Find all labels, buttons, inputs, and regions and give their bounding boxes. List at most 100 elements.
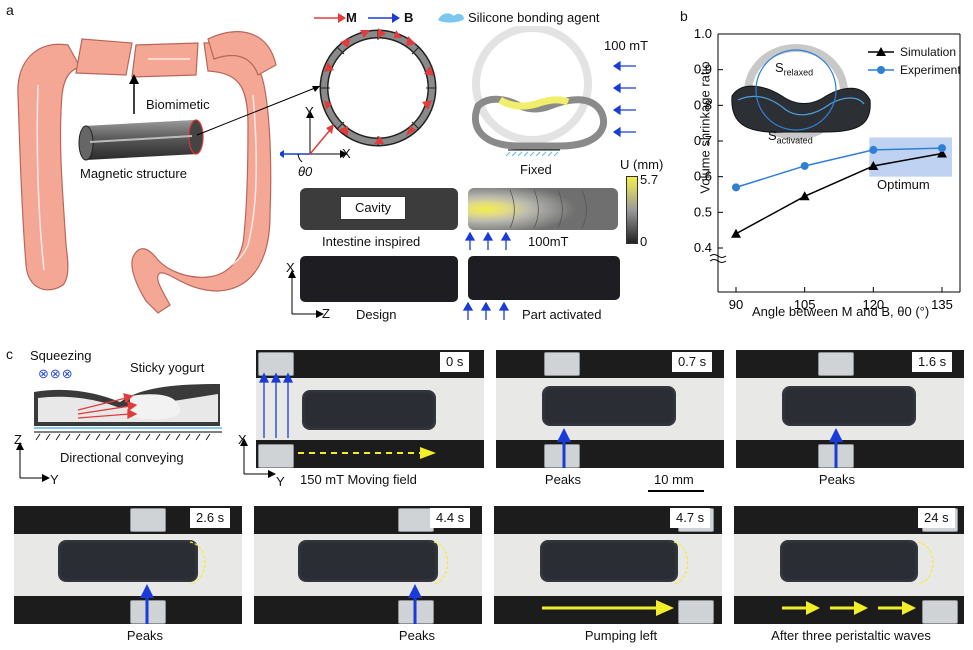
- simulation-tube: [468, 188, 618, 230]
- optimum-label: Optimum: [877, 177, 930, 192]
- frame-5-pump-arrow: [542, 600, 674, 616]
- directional-label: Directional conveying: [60, 450, 184, 465]
- panel-b-letter: b: [680, 8, 688, 24]
- data-point-1-0: [732, 183, 740, 192]
- colorbar-title: U (mm): [620, 157, 664, 172]
- scale-bar: [648, 490, 704, 492]
- y-tick-label: 0.4: [694, 240, 712, 255]
- frame-4-peak-arrow: [408, 584, 422, 624]
- pointer-line: [196, 85, 321, 136]
- panel-c-letter: c: [6, 346, 13, 362]
- frame-3-yogurt-outline: [189, 541, 206, 585]
- field-arrows-icon-2: [462, 302, 510, 320]
- frame-6-wave-arrows: [782, 601, 916, 615]
- colorbar-max: 5.7: [640, 172, 659, 187]
- x-tick-label: 135: [931, 297, 953, 312]
- y-tick-label: 0.8: [694, 97, 712, 112]
- frame-6-caption: After three peristaltic waves: [771, 628, 931, 643]
- series-line-1: [735, 147, 943, 189]
- colorbar-min: 0: [640, 234, 648, 249]
- frame-4-caption: Peaks: [398, 628, 436, 643]
- data-point-0-3: [937, 148, 947, 158]
- zy-axes-icon: [16, 442, 50, 482]
- ring-cross-section: [319, 28, 437, 147]
- data-point-1-3: [938, 144, 946, 153]
- axis-x-label: X: [342, 146, 351, 161]
- frame-1-caption: Peaks: [544, 472, 582, 487]
- x-tick-label: 90: [729, 297, 743, 312]
- frame-0-field-arrows: [258, 372, 294, 438]
- frame-4-time: 4.4 s: [430, 508, 471, 528]
- frame-2-photo: [736, 350, 964, 468]
- frame-1-peak-arrow: [557, 428, 571, 468]
- inset-relaxed-s: S: [775, 60, 784, 75]
- conveying-illustration: [34, 384, 222, 441]
- biomimetic-label: Biomimetic: [146, 97, 210, 112]
- y-tick-label: 0.7: [694, 133, 712, 148]
- frame-5-photo: [494, 506, 722, 624]
- x-axis-title: Angle between M and B, θ0 (°): [752, 304, 930, 319]
- theta-label: θ0: [298, 164, 313, 179]
- magnetic-structure-tube: [78, 119, 204, 161]
- xy-axes-icon: [280, 110, 348, 163]
- xz-axes-icon: [288, 270, 324, 318]
- inset-ring-illustration: [731, 44, 871, 140]
- y-tick-label: 0.9: [694, 62, 712, 77]
- frame-3-photo: [14, 506, 242, 624]
- axis-x-label-2: X: [286, 260, 295, 275]
- c-axis-z: Z: [14, 432, 22, 447]
- inset-activated-s: S: [768, 128, 777, 143]
- legend-simulation: Simulation: [900, 45, 957, 59]
- sticky-yogurt-label: Sticky yogurt: [130, 360, 205, 375]
- axis-break-mark: [709, 254, 727, 258]
- frame-5-time: 4.7 s: [670, 508, 711, 528]
- colorbar: [626, 176, 638, 244]
- design-label: Design: [356, 307, 397, 322]
- frame-4-yogurt-outline: [433, 541, 448, 585]
- panel-a-letter: a: [6, 2, 14, 18]
- cavity-label: Cavity: [340, 196, 406, 220]
- data-point-0-0: [731, 228, 741, 238]
- b-arrow-icon: [368, 13, 400, 23]
- y-tick-label: 0.5: [694, 204, 712, 219]
- frame-2-caption: Peaks: [818, 472, 856, 487]
- inset-relaxed-sub: relaxed: [783, 67, 814, 78]
- up-arrow-icon: [129, 74, 139, 114]
- c-axis-y: Y: [50, 472, 59, 487]
- frame-3-caption: Peaks: [126, 628, 164, 643]
- frame-1-photo: [496, 350, 724, 468]
- data-point-0-1: [799, 191, 810, 201]
- frame-2-time: 1.6 s: [912, 352, 953, 372]
- fixed-label: Fixed: [520, 162, 552, 177]
- frame-4-photo: [254, 506, 482, 624]
- part-activated-label: Part activated: [522, 307, 602, 322]
- squeezing-label: Squeezing: [30, 348, 92, 363]
- design-photo: [300, 256, 458, 302]
- axis-y-label: Y: [305, 104, 314, 119]
- field-100b-label: 100mT: [528, 234, 569, 249]
- frame-2-peak-arrow: [829, 428, 843, 468]
- c-axis-x: X: [238, 432, 247, 447]
- legend-experiment: Experiment: [900, 63, 961, 77]
- legend-m: M: [346, 10, 357, 25]
- moving-field-label: 150 mT Moving field: [300, 472, 417, 487]
- frame-0-time: 0 s: [440, 352, 470, 372]
- data-point-0-2: [868, 160, 879, 170]
- data-point-1-2: [869, 145, 878, 154]
- xy-axes-icon-c: [240, 438, 276, 478]
- frame-3-time: 2.6 s: [190, 508, 231, 528]
- series-line-0: [735, 152, 943, 235]
- y-axis-title: Volume shrinkage ratio: [697, 61, 713, 194]
- intestine-inspired-label: Intestine inspired: [322, 234, 421, 249]
- m-arrow-icon: [314, 13, 346, 23]
- inset-relaxed-label: Srelaxed: [775, 60, 813, 78]
- c-axis-y-2: Y: [276, 474, 285, 489]
- frame-5-yogurt-outline: [673, 541, 688, 585]
- field-100-label: 100 mT: [604, 38, 649, 53]
- field-arrows-icon: [464, 232, 512, 250]
- x-tick-label: 120: [862, 297, 884, 312]
- frame-3-peak-arrow: [140, 584, 154, 624]
- data-point-1-1: [800, 161, 809, 170]
- legend-markers: [868, 47, 894, 74]
